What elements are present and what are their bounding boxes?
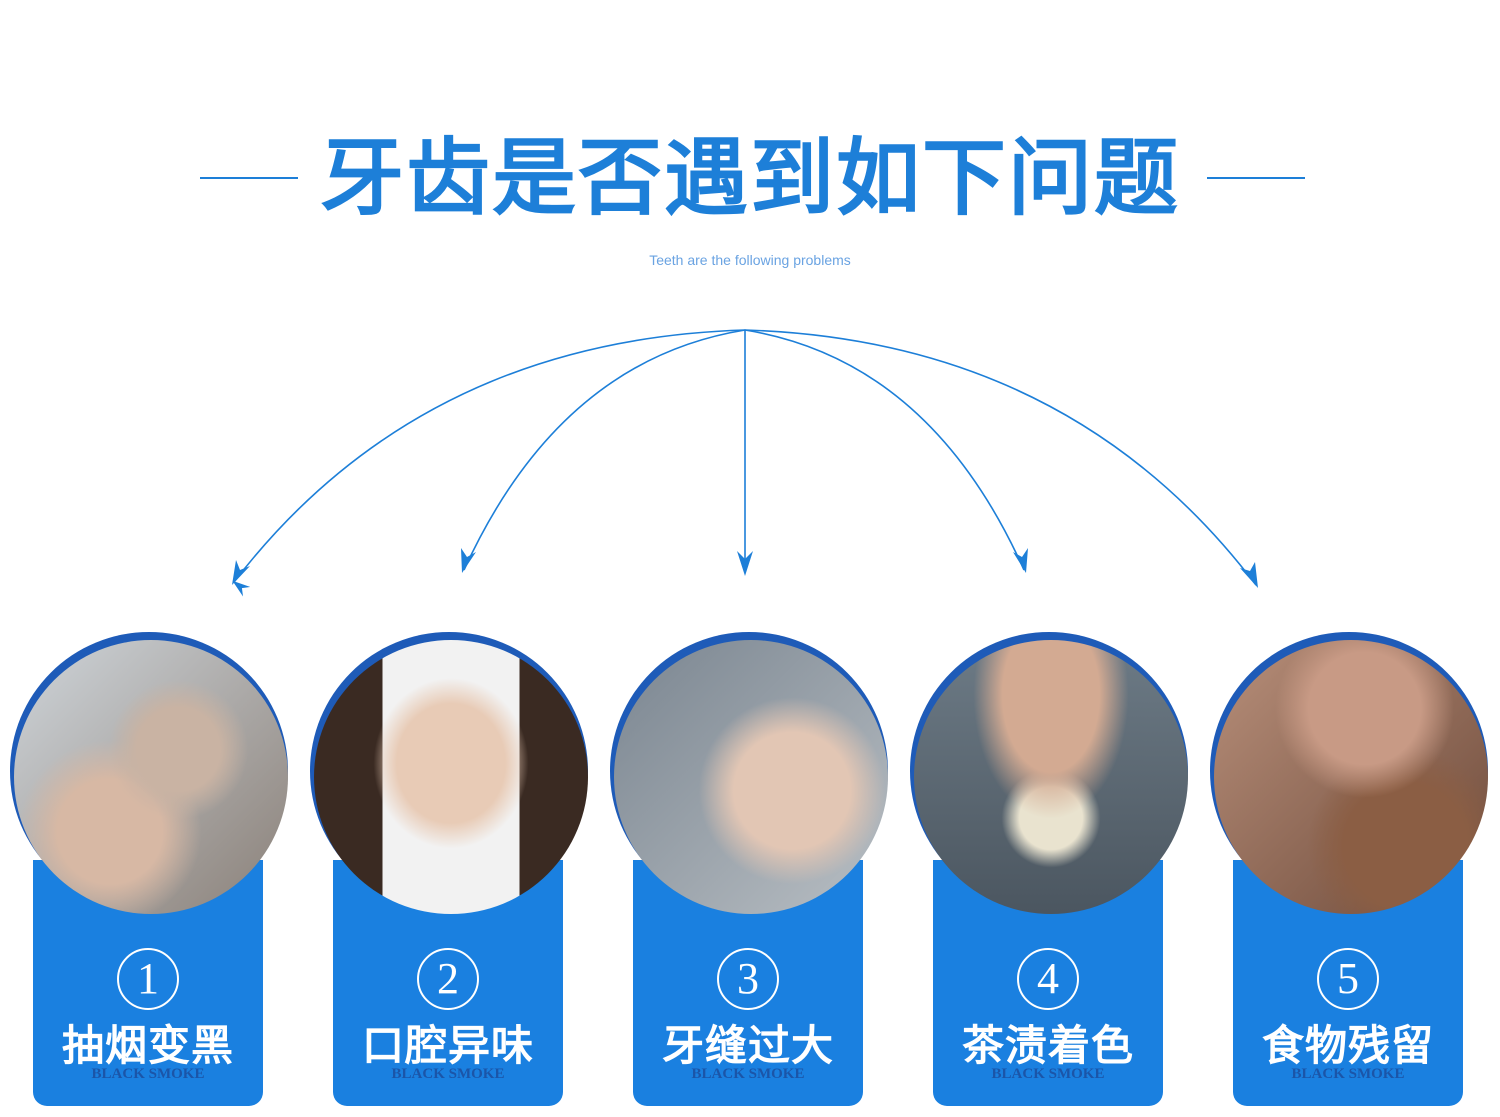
arrow-4 — [744, 329, 1025, 571]
card-photo-man-smoking-cigarette — [14, 640, 288, 914]
arrow-5 — [744, 329, 1257, 586]
page-subtitle: Teeth are the following problems — [649, 252, 851, 268]
card-number: 5 — [1317, 948, 1379, 1010]
card-number: 1 — [117, 948, 179, 1010]
problem-card-2: 2 口腔异味 BLACK SMOKE — [300, 630, 600, 1117]
problem-card-5: 5 食物残留 BLACK SMOKE — [1200, 630, 1500, 1117]
card-label: 抽烟变黑 — [61, 1021, 234, 1070]
title-line-right — [1207, 177, 1305, 179]
card-label: 食物残留 — [1261, 1021, 1434, 1070]
problem-card-4: 4 茶渍着色 BLACK SMOKE — [900, 630, 1200, 1117]
arrowhead-2 — [461, 548, 476, 573]
card-number: 3 — [717, 948, 779, 1010]
problem-card-1: 1 抽烟变黑 BLACK SMOKE — [0, 630, 300, 1117]
card-photo-woman-covering-mouth — [314, 640, 588, 914]
card-english: BLACK SMOKE — [991, 1066, 1105, 1082]
card-english: BLACK SMOKE — [391, 1066, 505, 1082]
card-english: BLACK SMOKE — [91, 1066, 205, 1082]
arrow-1 — [232, 329, 746, 597]
page-title: 牙齿是否遇到如下问题 — [319, 129, 1180, 227]
card-photo-dental-examination — [614, 640, 888, 914]
arrow-2 — [463, 329, 746, 571]
card-english: BLACK SMOKE — [691, 1066, 805, 1082]
card-label: 牙缝过大 — [661, 1021, 834, 1070]
problem-card-3: 3 牙缝过大 BLACK SMOKE — [600, 630, 900, 1117]
arrows-diagram — [232, 329, 1258, 597]
card-label: 茶渍着色 — [961, 1021, 1134, 1070]
arrowhead-5 — [1240, 562, 1258, 588]
card-photo-woman-drinking-tea — [914, 640, 1188, 914]
card-number: 2 — [417, 948, 479, 1010]
card-english: BLACK SMOKE — [1291, 1066, 1405, 1082]
card-label: 口腔异味 — [361, 1021, 534, 1070]
arrowhead-3 — [737, 551, 753, 576]
title-line-left — [200, 177, 298, 179]
arrowhead-4 — [1013, 548, 1028, 573]
card-number: 4 — [1017, 948, 1079, 1010]
arrowhead-1 — [232, 560, 250, 585]
card-photo-person-eating-cake — [1214, 640, 1488, 914]
